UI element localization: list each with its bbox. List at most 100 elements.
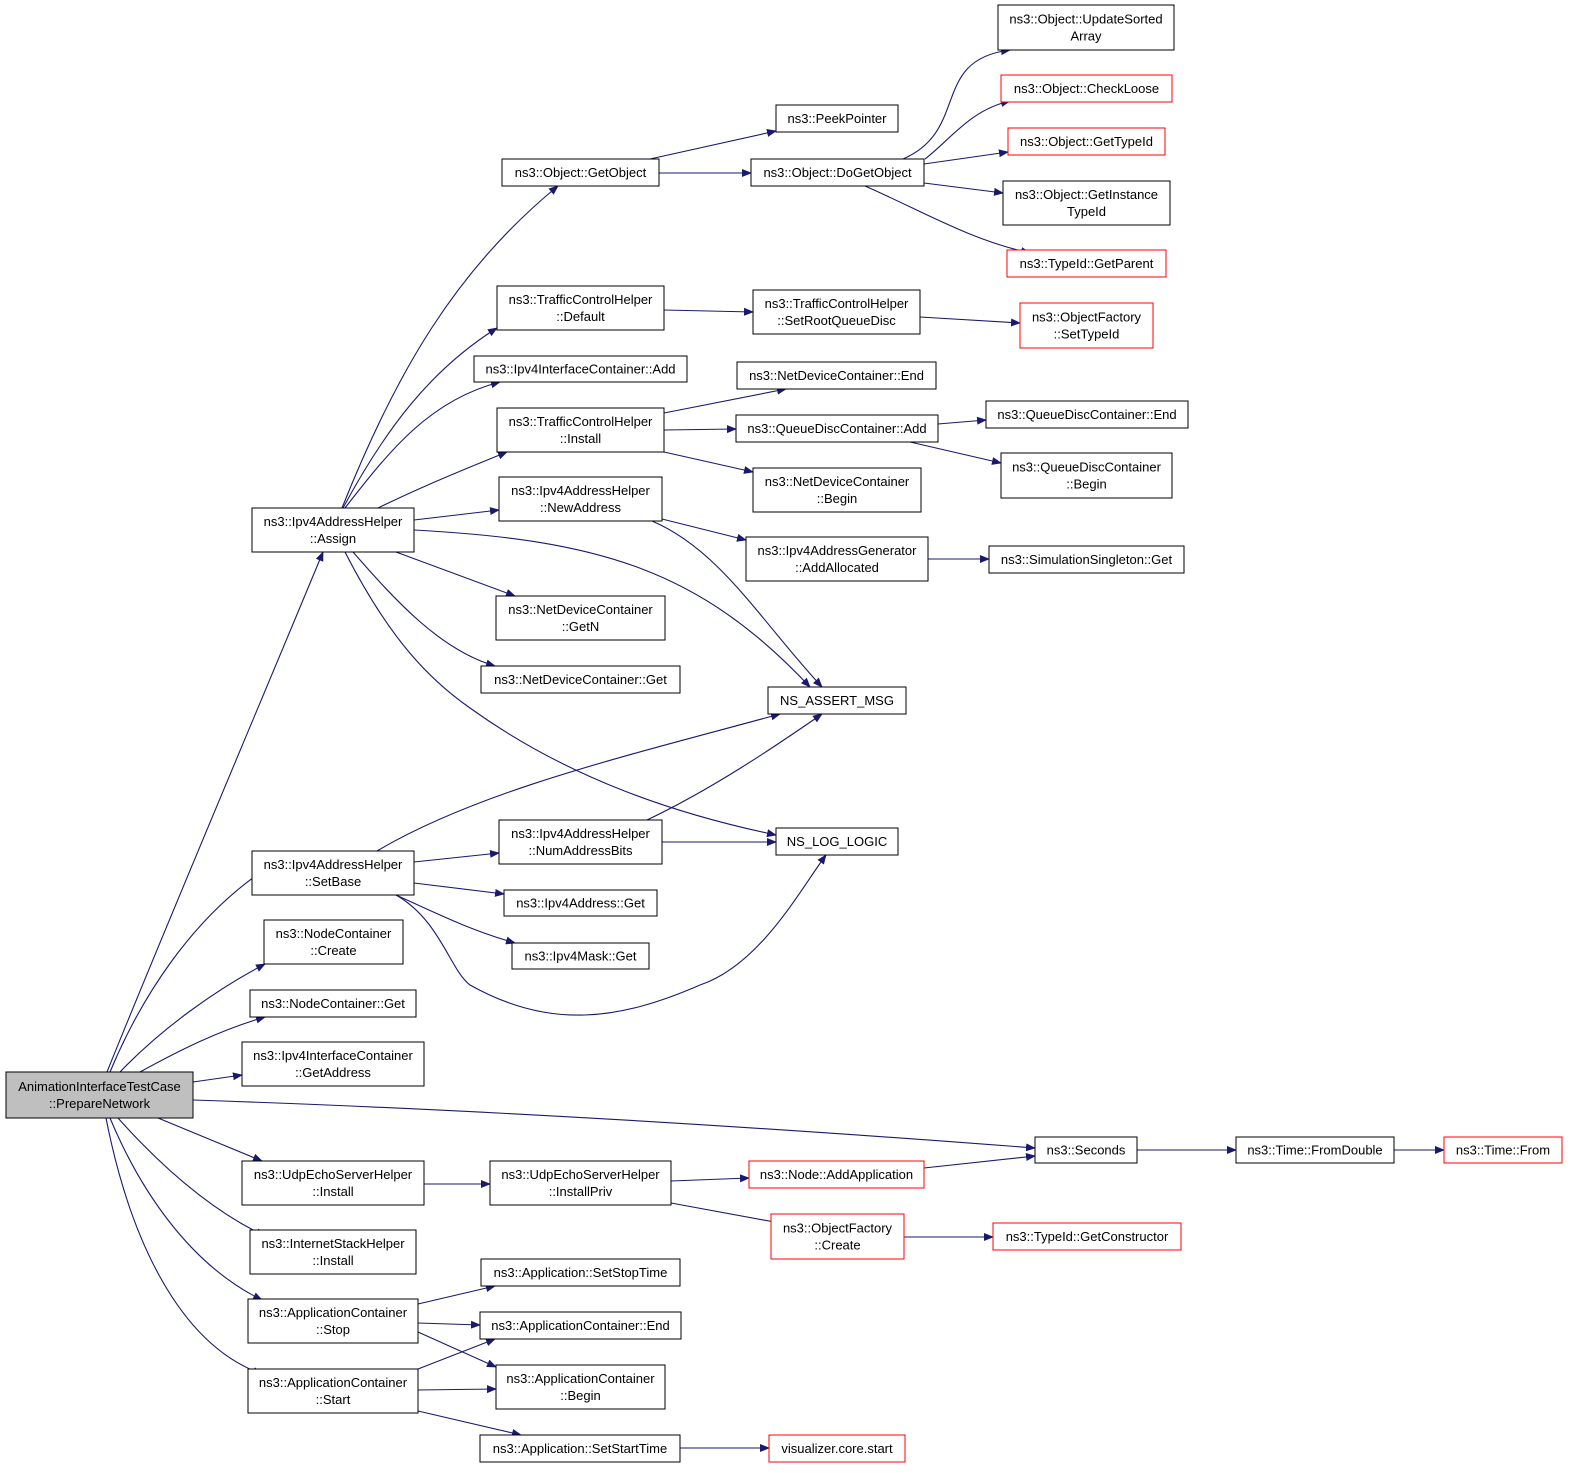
node-label: ns3::ApplicationContainer xyxy=(259,1305,408,1320)
node-nodecont-create[interactable]: ns3::NodeContainer::Create xyxy=(263,919,404,965)
node-visualizer-core-start[interactable]: visualizer.core.start xyxy=(768,1434,906,1463)
node-label: ns3::Time::From xyxy=(1456,1143,1550,1158)
node-ish-install[interactable]: ns3::InternetStackHelper::Install xyxy=(249,1229,417,1275)
node-object-checkloose[interactable]: ns3::Object::CheckLoose xyxy=(1000,74,1173,103)
node-box xyxy=(1000,74,1173,103)
node-label: ::SetRootQueueDisc xyxy=(777,313,896,328)
node-seconds[interactable]: ns3::Seconds xyxy=(1034,1136,1138,1164)
edge-node-addapplication-to-seconds xyxy=(923,1152,1036,1169)
node-qdc-end[interactable]: ns3::QueueDiscContainer::End xyxy=(985,400,1189,429)
node-box xyxy=(1019,302,1154,349)
edge-root-to-nodecont-create xyxy=(119,963,266,1073)
node-label: ns3::Application::SetStartTime xyxy=(493,1441,667,1456)
node-label: ::Install xyxy=(560,431,601,446)
node-box xyxy=(1443,1136,1563,1164)
node-app-setstarttime[interactable]: ns3::Application::SetStartTime xyxy=(479,1434,681,1463)
node-of-create[interactable]: ns3::ObjectFactory::Create xyxy=(770,1213,905,1260)
node-time-fromdouble[interactable]: ns3::Time::FromDouble xyxy=(1235,1136,1395,1164)
node-qdc-begin[interactable]: ns3::QueueDiscContainer::Begin xyxy=(1000,452,1173,499)
node-ndc-get[interactable]: ns3::NetDeviceContainer::Get xyxy=(480,665,681,694)
node-object-dogetobject[interactable]: ns3::Object::DoGetObject xyxy=(750,158,925,187)
node-ipv4ah-newaddress[interactable]: ns3::Ipv4AddressHelper::NewAddress xyxy=(498,476,663,522)
node-appcont-start[interactable]: ns3::ApplicationContainer::Start xyxy=(247,1368,419,1414)
node-nodecont-get[interactable]: ns3::NodeContainer::Get xyxy=(249,989,417,1018)
node-box xyxy=(1006,249,1167,278)
node-udpesh-installpriv[interactable]: ns3::UdpEchoServerHelper::InstallPriv xyxy=(489,1160,672,1206)
node-box xyxy=(247,1298,419,1344)
node-time-from[interactable]: ns3::Time::From xyxy=(1443,1136,1563,1164)
node-label: ::Create xyxy=(310,943,356,958)
node-ns-log-logic[interactable]: NS_LOG_LOGIC xyxy=(775,827,899,856)
node-qdc-add[interactable]: ns3::QueueDiscContainer::Add xyxy=(735,414,939,443)
node-label: ::Begin xyxy=(1066,477,1106,492)
edge-ipv4ah-assign-to-tch-default xyxy=(342,327,498,509)
edge-ipv4ah-setbase-to-ipv4address-get xyxy=(413,882,505,897)
node-label: ::NewAddress xyxy=(540,500,621,515)
edge-object-dogetobject-to-typeid-getparent xyxy=(864,185,1031,256)
node-label: visualizer.core.start xyxy=(781,1441,893,1456)
node-box xyxy=(752,289,921,335)
node-tch-setrootqueuedisc[interactable]: ns3::TrafficControlHelper::SetRootQueueD… xyxy=(752,289,921,335)
node-label: ::GetAddress xyxy=(295,1065,371,1080)
node-udpesh-install[interactable]: ns3::UdpEchoServerHelper::Install xyxy=(241,1160,425,1206)
edge-ipv4ah-assign-to-object-getobject xyxy=(341,185,559,509)
node-ipv4ah-numaddressbits[interactable]: ns3::Ipv4AddressHelper::NumAddressBits xyxy=(498,819,663,865)
node-typeid-getconstructor[interactable]: ns3::TypeId::GetConstructor xyxy=(992,1222,1182,1251)
edge-ipv4ah-assign-to-ndc-getn xyxy=(395,551,516,597)
node-tch-default[interactable]: ns3::TrafficControlHelper::Default xyxy=(496,285,665,331)
node-ndc-end[interactable]: ns3::NetDeviceContainer::End xyxy=(736,361,937,390)
edge-object-getobject-to-peekpointer xyxy=(649,129,777,160)
node-object-getobject[interactable]: ns3::Object::GetObject xyxy=(501,158,660,187)
node-typeid-getparent[interactable]: ns3::TypeId::GetParent xyxy=(1006,249,1167,278)
node-box xyxy=(750,158,925,187)
node-appcont-end[interactable]: ns3::ApplicationContainer::End xyxy=(479,1311,682,1340)
node-box xyxy=(480,665,681,694)
node-box xyxy=(495,1364,666,1410)
node-box xyxy=(241,1160,425,1206)
node-ipv4ah-setbase[interactable]: ns3::Ipv4AddressHelper::SetBase xyxy=(251,850,415,896)
edge-root-to-ish-install xyxy=(117,1117,266,1237)
node-simsingleton-get[interactable]: ns3::SimulationSingleton::Get xyxy=(988,545,1185,574)
edge-udpesh-installpriv-to-node-addapplication xyxy=(670,1174,750,1183)
node-label: ns3::Object::GetTypeId xyxy=(1020,134,1153,149)
node-ipv4mask-get[interactable]: ns3::Ipv4Mask::Get xyxy=(511,942,650,970)
node-label: ns3::QueueDiscContainer::Add xyxy=(747,421,926,436)
node-app-setstoptime[interactable]: ns3::Application::SetStopTime xyxy=(480,1258,681,1287)
node-appcont-stop[interactable]: ns3::ApplicationContainer::Stop xyxy=(247,1298,419,1344)
node-tch-install[interactable]: ns3::TrafficControlHelper::Install xyxy=(496,407,665,453)
node-label: AnimationInterfaceTestCase xyxy=(18,1079,181,1094)
node-of-settypeid[interactable]: ns3::ObjectFactory::SetTypeId xyxy=(1019,302,1154,349)
node-ns-assert-msg[interactable]: NS_ASSERT_MSG xyxy=(767,686,907,715)
node-ipv4ic-getaddress[interactable]: ns3::Ipv4InterfaceContainer::GetAddress xyxy=(241,1041,425,1087)
edge-root-to-appcont-start xyxy=(105,1117,263,1375)
node-ndc-begin[interactable]: ns3::NetDeviceContainer::Begin xyxy=(752,467,922,513)
node-label: ns3::NetDeviceContainer::Get xyxy=(494,672,667,687)
node-label: ::PrepareNetwork xyxy=(49,1096,151,1111)
node-label: ns3::Ipv4InterfaceContainer::Add xyxy=(485,362,675,377)
node-node-addapplication[interactable]: ns3::Node::AddApplication xyxy=(748,1160,925,1189)
node-label: ns3::Application::SetStopTime xyxy=(494,1265,668,1280)
node-label: ns3::Ipv4InterfaceContainer xyxy=(253,1048,413,1063)
node-ipv4address-get[interactable]: ns3::Ipv4Address::Get xyxy=(503,889,658,917)
node-label: ns3::ObjectFactory xyxy=(1032,310,1142,325)
node-box xyxy=(735,414,939,443)
node-ndc-getn[interactable]: ns3::NetDeviceContainer::GetN xyxy=(495,595,666,641)
node-appcont-begin[interactable]: ns3::ApplicationContainer::Begin xyxy=(495,1364,666,1410)
node-box xyxy=(770,1213,905,1260)
edge-tch-default-to-tch-setrootqueuedisc xyxy=(663,307,754,316)
edge-appcont-start-to-appcont-end xyxy=(417,1338,496,1370)
edge-ipv4ah-assign-to-ipv4ic-add xyxy=(344,380,501,509)
node-box xyxy=(263,919,404,965)
node-box xyxy=(251,850,415,896)
node-ipv4ic-add[interactable]: ns3::Ipv4InterfaceContainer::Add xyxy=(473,355,688,383)
node-ipv4ah-assign[interactable]: ns3::Ipv4AddressHelper::Assign xyxy=(251,507,415,553)
node-root[interactable]: AnimationInterfaceTestCase::PrepareNetwo… xyxy=(5,1071,194,1119)
node-peekpointer[interactable]: ns3::PeekPointer xyxy=(775,104,899,133)
node-ipv4ag-addallocated[interactable]: ns3::Ipv4AddressGenerator::AddAllocated xyxy=(745,536,929,582)
node-box xyxy=(752,467,922,513)
node-label: TypeId xyxy=(1067,204,1106,219)
node-label: ns3::Object::DoGetObject xyxy=(763,165,912,180)
node-object-gettypeid[interactable]: ns3::Object::GetTypeId xyxy=(1007,127,1166,156)
